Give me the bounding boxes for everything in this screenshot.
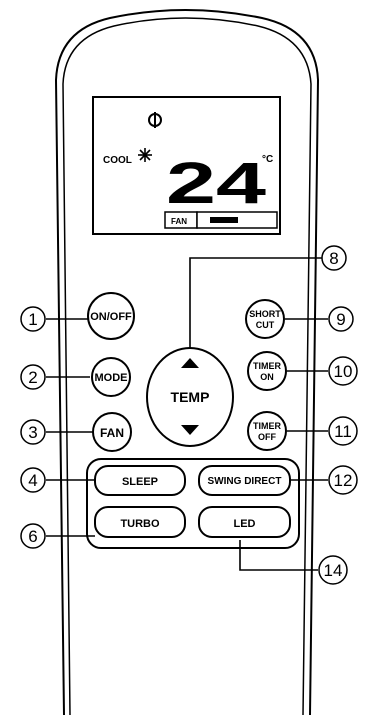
- callout-1-number: 1: [28, 310, 37, 329]
- callout-9-number: 9: [336, 310, 345, 329]
- callout-14-number: 14: [324, 561, 343, 580]
- fan-speed-bar-fill: [210, 217, 238, 223]
- callout-8-number: 8: [329, 249, 338, 268]
- timer-on-label-1: TIMER: [253, 361, 281, 371]
- callout-9: 9: [328, 306, 354, 332]
- callout-12-number: 12: [334, 471, 353, 490]
- callout-11: 11: [328, 416, 358, 446]
- turbo-label: TURBO: [120, 518, 160, 530]
- callout-6: 6: [20, 523, 46, 549]
- callout-8-leader: [189, 257, 322, 348]
- remote-body-inner: [62, 17, 312, 716]
- turbo-button[interactable]: TURBO: [94, 506, 186, 538]
- sleep-label: SLEEP: [122, 476, 158, 488]
- fan-button[interactable]: FAN: [92, 412, 132, 452]
- temp-down-arrow-icon[interactable]: [181, 425, 199, 435]
- callout-10: 10: [328, 356, 358, 386]
- mode-button[interactable]: MODE: [91, 357, 131, 397]
- on-off-label: ON/OFF: [90, 311, 132, 323]
- callout-2: 2: [20, 364, 46, 390]
- timer-on-button[interactable]: TIMER ON: [247, 351, 287, 391]
- mode-label: MODE: [95, 372, 128, 384]
- led-label: LED: [234, 518, 256, 530]
- temp-up-arrow-icon[interactable]: [181, 358, 199, 368]
- remote-body-outer: [54, 9, 320, 716]
- temp-button[interactable]: TEMP: [146, 347, 234, 447]
- power-symbol-icon: [148, 112, 162, 128]
- swing-direct-button[interactable]: SWING DIRECT: [198, 465, 291, 496]
- led-button[interactable]: LED: [198, 506, 291, 538]
- callout-2-number: 2: [28, 368, 37, 387]
- callout-14: 14: [318, 555, 348, 585]
- timer-off-label-2: OFF: [258, 432, 276, 442]
- temp-label: TEMP: [171, 389, 210, 405]
- temperature-unit: °C: [262, 154, 273, 165]
- lcd-display: COOL 24 °C FAN: [92, 96, 281, 235]
- short-cut-label-1: SHORT: [249, 309, 281, 319]
- callout-4: 4: [20, 467, 46, 493]
- callout-3-number: 3: [28, 423, 37, 442]
- temperature-readout: 24: [166, 151, 266, 216]
- on-off-button[interactable]: ON/OFF: [87, 292, 135, 340]
- mode-text: COOL: [103, 155, 132, 166]
- callout-6-number: 6: [28, 527, 37, 546]
- callout-10-number: 10: [334, 362, 353, 381]
- callout-1: 1: [20, 306, 46, 332]
- short-cut-button[interactable]: SHORT CUT: [245, 299, 285, 339]
- callout-3: 3: [20, 419, 46, 445]
- callout-14-leader: [239, 540, 318, 571]
- callout-8: 8: [321, 245, 347, 271]
- timer-off-label-1: TIMER: [253, 421, 281, 431]
- timer-off-button[interactable]: TIMER OFF: [247, 411, 287, 451]
- snowflake-icon: [138, 148, 152, 162]
- sleep-button[interactable]: SLEEP: [94, 465, 186, 496]
- callout-4-number: 4: [28, 471, 37, 490]
- callout-11-number: 11: [334, 422, 352, 441]
- timer-on-label-2: ON: [260, 372, 274, 382]
- swing-direct-label: SWING DIRECT: [208, 476, 282, 487]
- fan-label: FAN: [100, 426, 124, 440]
- bottom-button-panel: [86, 458, 300, 549]
- fan-indicator-label: FAN: [171, 217, 187, 226]
- short-cut-label-2: CUT: [256, 320, 275, 330]
- callout-12: 12: [328, 465, 358, 495]
